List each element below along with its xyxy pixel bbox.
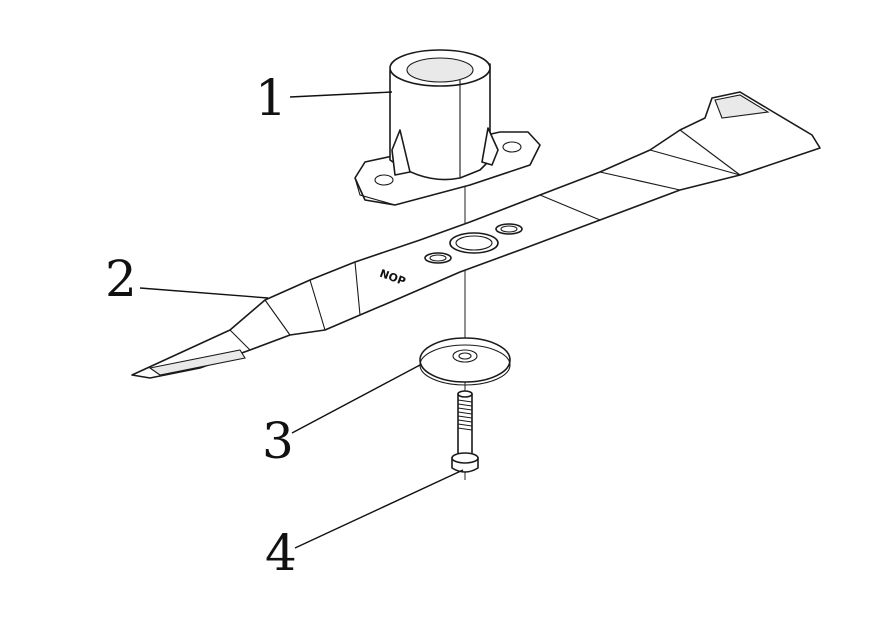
leader-line-1 [289,91,393,98]
leader-line-3 [291,364,421,434]
callout-3: 3 [262,412,294,470]
leader-line-4 [294,469,464,549]
callout-4: 4 [265,524,297,582]
leader-line-2 [139,287,269,299]
bolt [451,390,479,473]
blade: NOP [131,91,821,379]
blade-adapter [354,49,541,206]
callout-2: 2 [105,250,137,308]
washer [419,337,511,386]
callout-1: 1 [255,69,287,127]
